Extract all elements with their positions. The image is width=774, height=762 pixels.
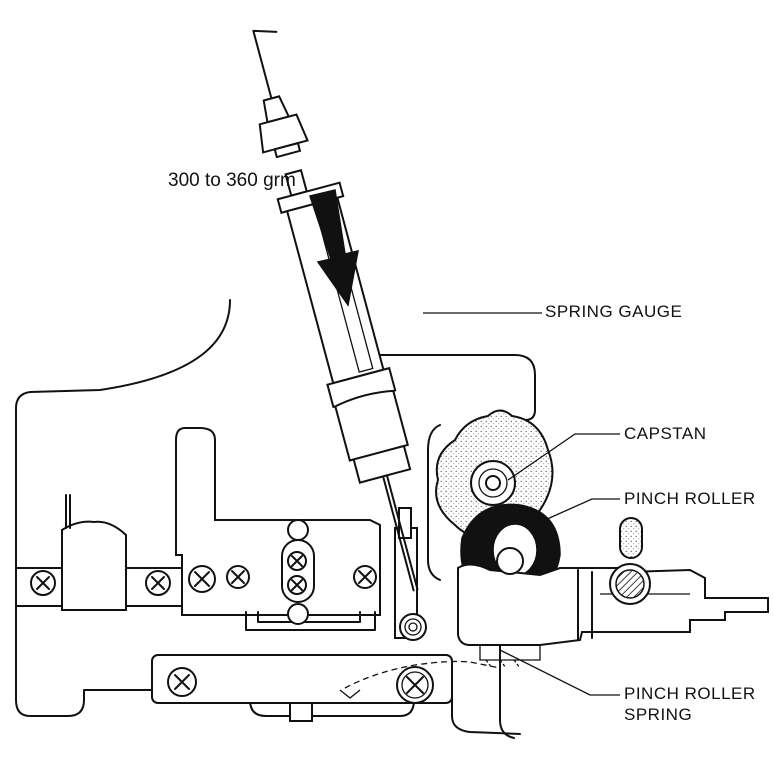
- force-label: 300 to 360 grm: [168, 170, 296, 191]
- pinch-roller-arm: [457, 517, 769, 669]
- screw-head-1: [30, 570, 56, 596]
- pinch-roller-spring-label-line1: PINCH ROLLER: [624, 684, 756, 703]
- left-bracket: [15, 494, 187, 611]
- screw-head-2: [145, 570, 171, 596]
- pinch-roller-label: PINCH ROLLER: [624, 489, 756, 508]
- pinch-roller-spring: [339, 660, 501, 699]
- lower-plate: [151, 654, 453, 722]
- screw-head-4: [287, 575, 307, 595]
- screw-head-6: [226, 565, 250, 589]
- screw-head-8: [167, 667, 197, 697]
- pinch-roller-spring-label-line2: SPRING: [624, 705, 693, 724]
- leader-lines: [423, 312, 620, 696]
- base-plate: [175, 427, 381, 631]
- screw-head-5: [188, 565, 216, 593]
- spring-gauge: [252, 29, 419, 592]
- screw-head-3: [287, 551, 307, 571]
- screw-head-7: [353, 565, 377, 589]
- guide-post: [394, 507, 427, 641]
- spring-gauge-label: SPRING GAUGE: [545, 302, 683, 321]
- capstan-label: CAPSTAN: [624, 424, 707, 443]
- screw-head-9: [396, 666, 434, 704]
- push-direction-arrow: [309, 189, 359, 307]
